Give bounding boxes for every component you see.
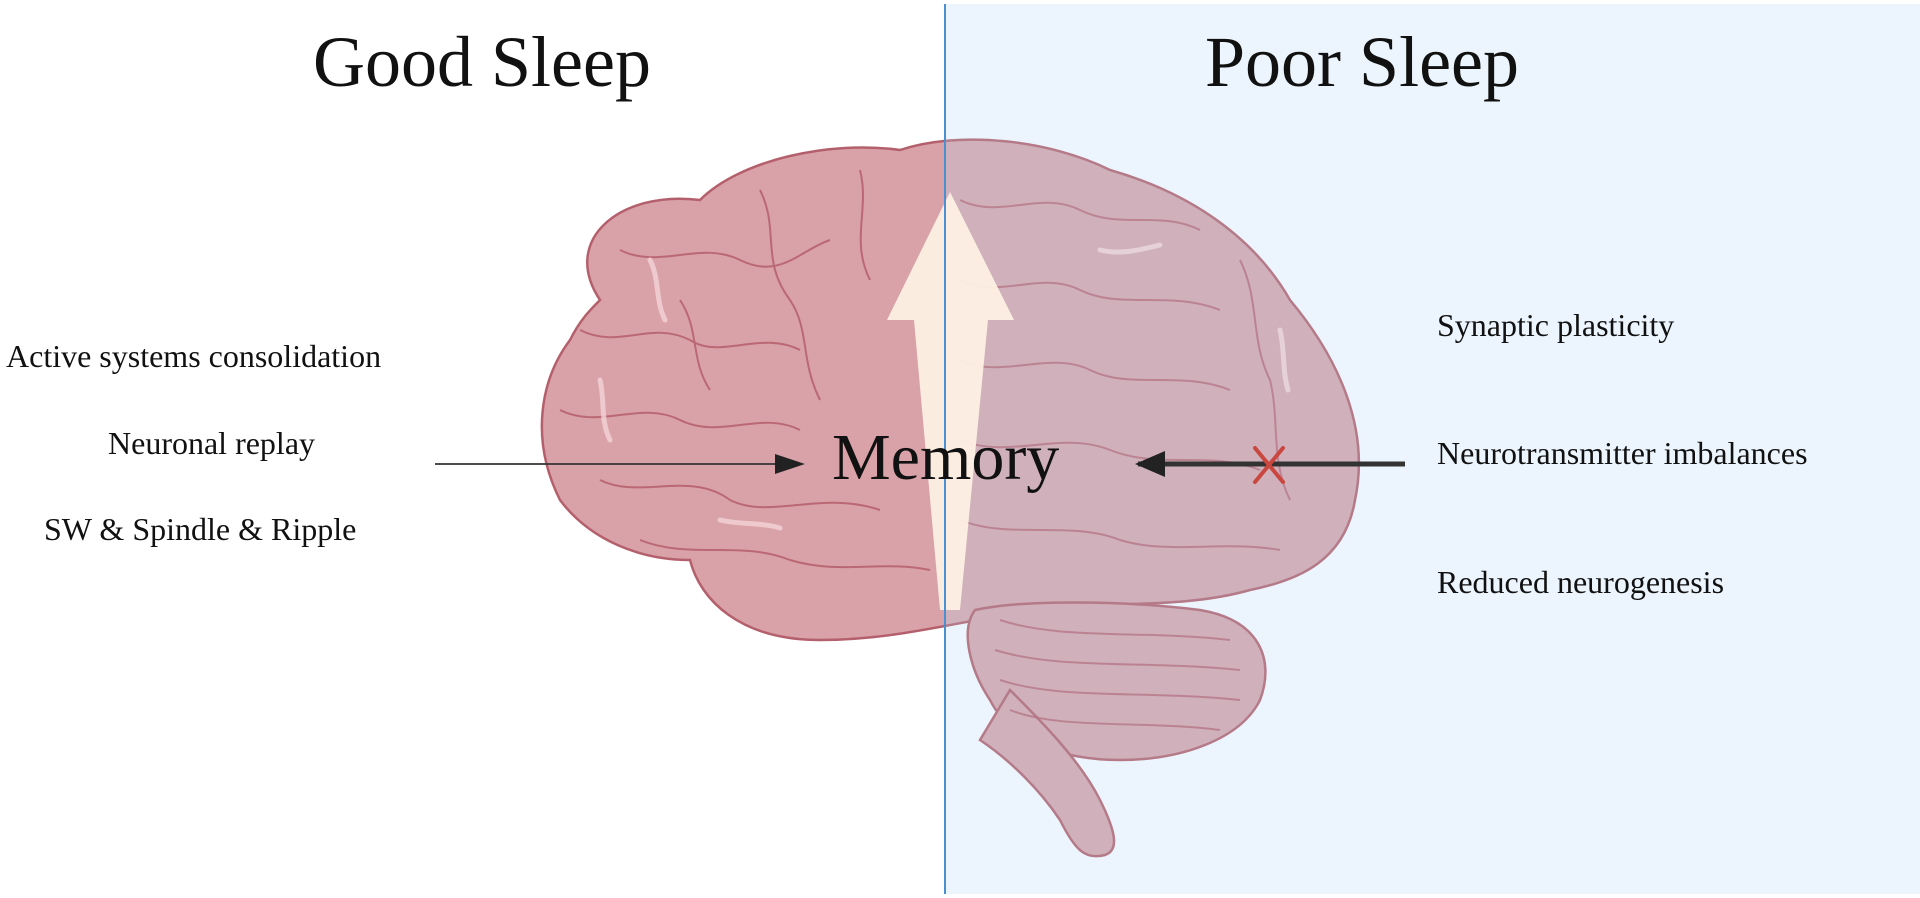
up-arrow-icon — [887, 192, 1014, 610]
left-input-arrow — [435, 454, 805, 474]
mechanism-neuronal-replay: Neuronal replay — [108, 425, 316, 461]
brain-poor-half — [945, 138, 1361, 858]
mechanism-reduced-neurogenesis: Reduced neurogenesis — [1437, 564, 1725, 600]
brain-good-half — [540, 138, 945, 858]
mechanism-neurotransmitter-imbalances: Neurotransmitter imbalances — [1437, 435, 1808, 471]
mechanism-sw-spindle-ripple: SW & Spindle & Ripple — [44, 511, 357, 547]
panel-divider — [944, 4, 946, 894]
memory-label: Memory — [832, 421, 1060, 494]
mechanism-synaptic-plasticity: Synaptic plasticity — [1437, 307, 1675, 343]
blocked-cross-icon — [1253, 446, 1285, 484]
poor-sleep-title: Poor Sleep — [1205, 22, 1519, 102]
mechanism-active-systems-consolidation: Active systems consolidation — [6, 338, 382, 374]
good-sleep-title: Good Sleep — [313, 22, 651, 102]
